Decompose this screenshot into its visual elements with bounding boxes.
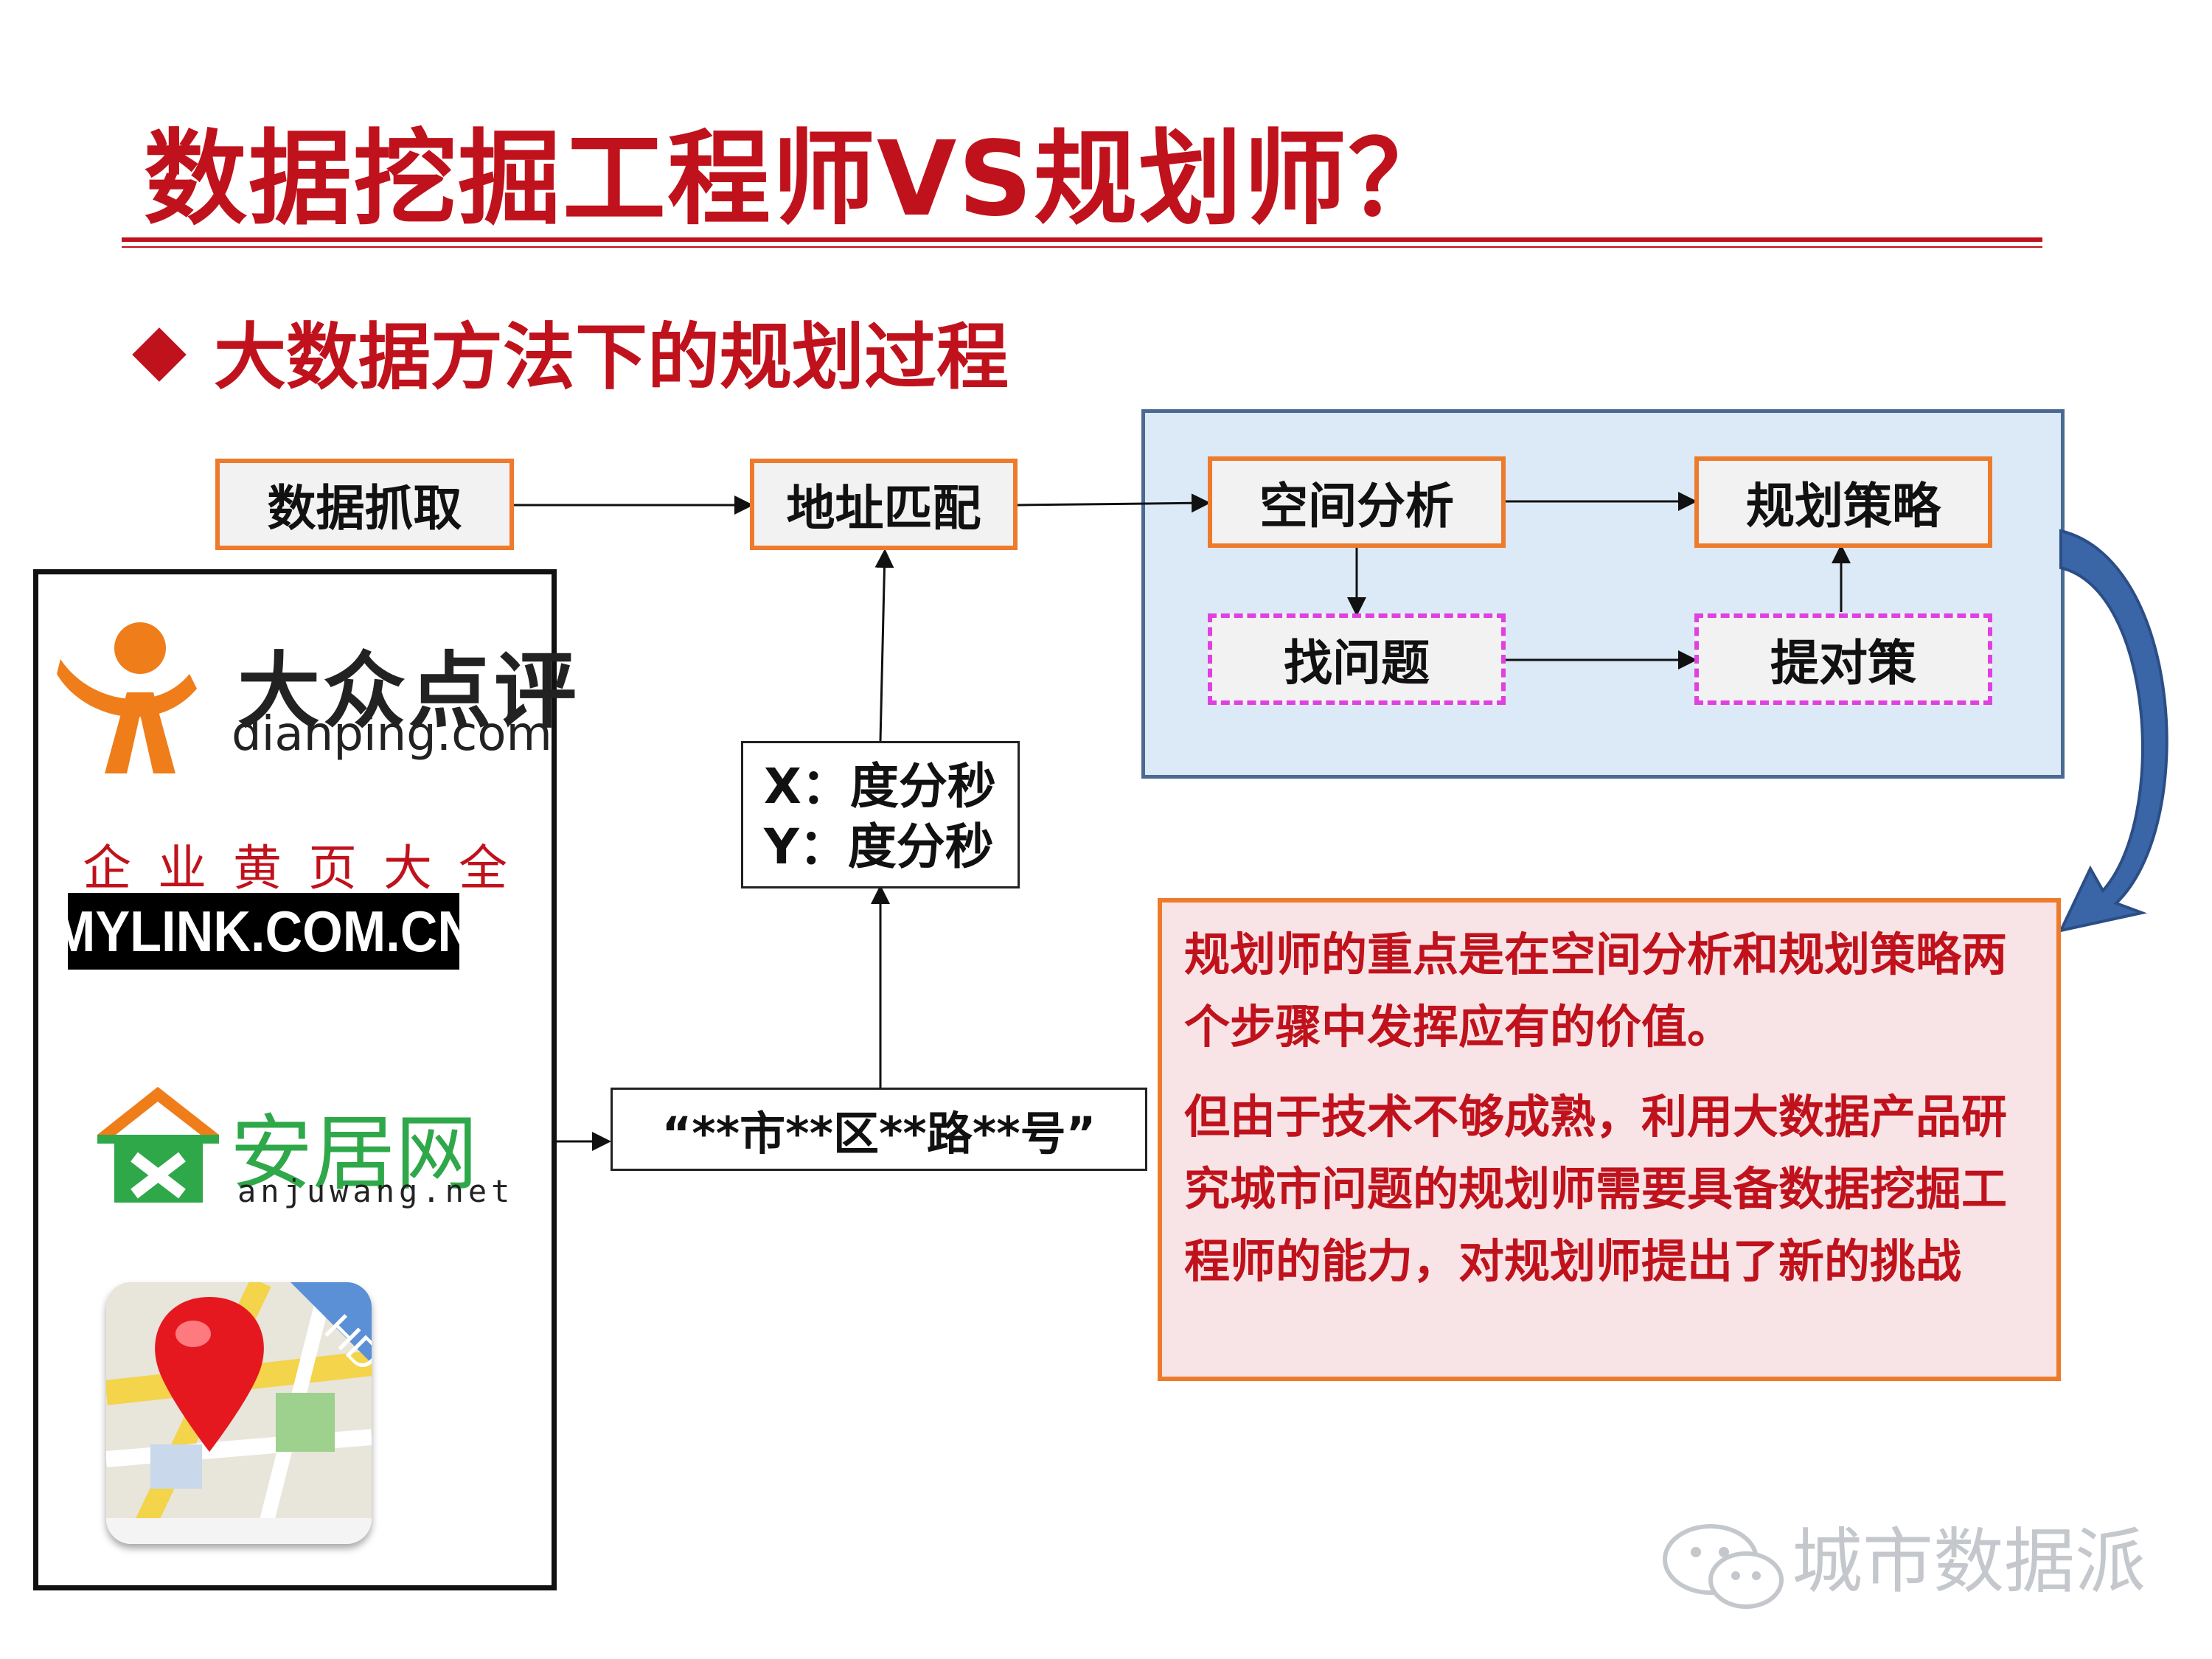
watermark: 城市数据派 [1659,1504,2146,1611]
address-format-box: “**市**区**路**号” [611,1088,1147,1171]
mylink-url: MYLINK.COM.CN [52,893,475,970]
step-data-capture: 数据抓取 [215,459,514,550]
curved-blue-arrow-icon [2058,529,2168,933]
step-propose-solution: 提对策 [1694,613,1992,705]
coord-y-label: Y：度分秒 [764,818,994,875]
section-heading: 大数据方法下的规划过程 [132,299,1009,403]
anjuwang-url: anjuwang.net [237,1173,515,1209]
dianping-url: dianping.com [232,707,552,762]
wechat-icon [1663,1523,1784,1609]
dianping-name: 大众点评 [237,643,580,740]
step-find-problem: 找问题 [1208,613,1506,705]
title-divider [122,237,2042,242]
coordinates-box: X：度分秒 Y：度分秒 [741,741,1020,888]
dianping-logo-icon [57,622,197,773]
slide-title: 数据挖掘工程师VS规划师？ [144,119,1453,240]
step-address-match: 地址匹配 [750,459,1018,550]
map-app-icon: HD [106,1282,372,1544]
mylink-name: 企业黄页大全 [83,840,534,897]
coord-x-label: X：度分秒 [764,758,996,815]
section-heading-text: 大数据方法下的规划过程 [214,316,1009,400]
arrow-match-to-spatial [1017,493,1211,513]
data-sources-panel: 大众点评 dianping.com 企业黄页大全 MYLINK.COM.CN 安… [33,569,577,1590]
step-spatial-analysis: 空间分析 [1208,456,1506,548]
map-graphic-icon: HD [106,1282,372,1544]
note-paragraph-2: 但由于技术不够成熟，利用大数据产品研究城市问题的规划师需要具备数据挖掘工程师的能… [1184,1090,2008,1288]
title-divider-thin [122,246,2042,248]
anjuwang-name: 安居网 [230,1106,478,1202]
note-paragraph-1: 规划师的重点是在空间分析和规划策略两个步骤中发挥应有的价值。 [1184,928,2008,1054]
step-planning-strategy: 规划策略 [1694,456,1992,548]
conclusion-note: 规划师的重点是在空间分析和规划策略两个步骤中发挥应有的价值。 但由于技术不够成熟… [1158,898,2061,1381]
anjuwang-logo-icon [97,1087,219,1203]
watermark-text: 城市数据派 [1792,1520,2146,1603]
arrow-coords-to-match [874,549,894,742]
